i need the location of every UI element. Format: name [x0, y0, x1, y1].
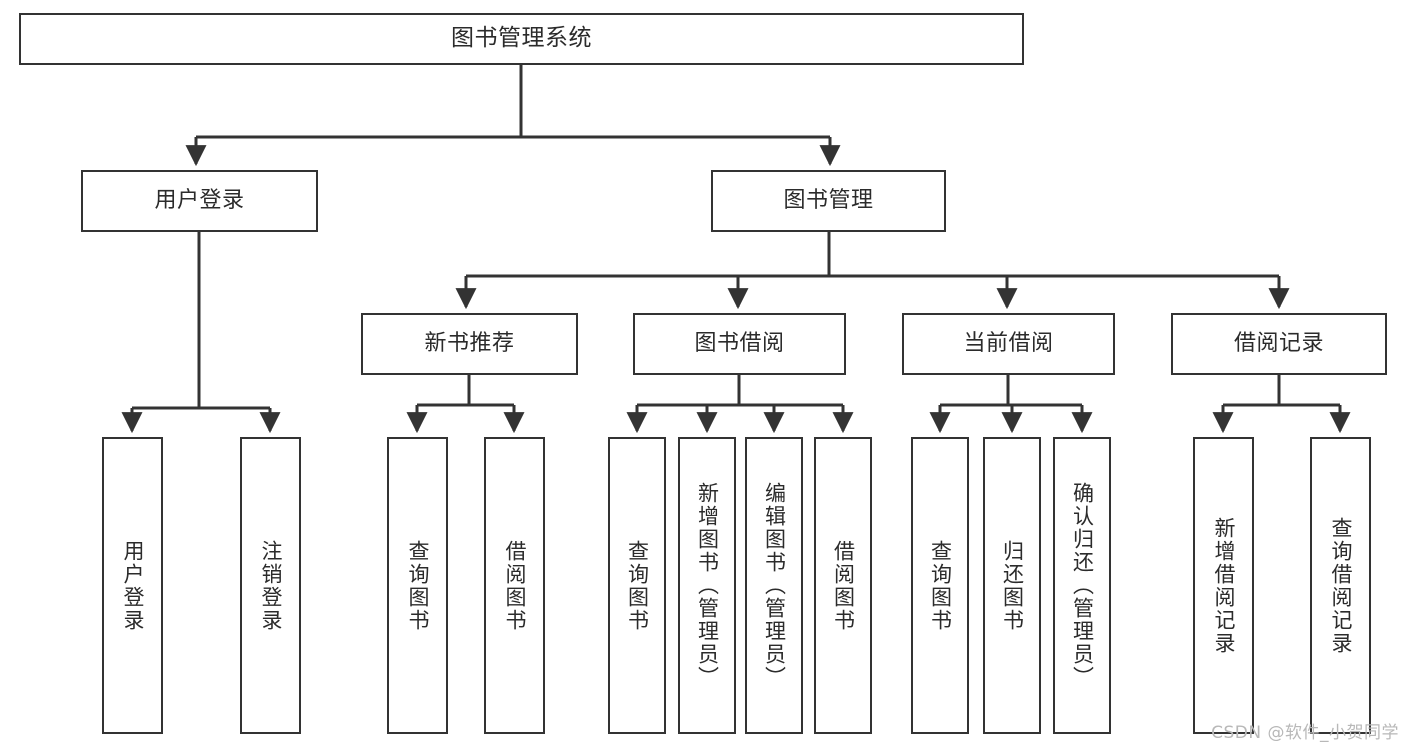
- leaf-add-book-admin[interactable]: 新增图书（管理员）: [678, 437, 736, 734]
- node-label: 新增借阅记录: [1211, 516, 1236, 655]
- node-label: 图书管理系统: [451, 25, 592, 52]
- node-label: 图书管理: [783, 187, 874, 213]
- node-root[interactable]: 图书管理系统: [19, 13, 1024, 65]
- node-label: 确认归还（管理员）: [1070, 482, 1095, 689]
- node-label: 借阅图书: [502, 539, 527, 632]
- leaf-borrow-book[interactable]: 借阅图书: [814, 437, 872, 734]
- csdn-watermark: CSDN @软件_小贺同学: [1211, 723, 1399, 743]
- leaf-return-book[interactable]: 归还图书: [983, 437, 1041, 734]
- node-label: 当前借阅: [963, 330, 1054, 356]
- leaf-edit-book-admin[interactable]: 编辑图书（管理员）: [745, 437, 803, 734]
- node-new-book-recommend[interactable]: 新书推荐: [361, 313, 578, 375]
- leaf-query-book-borrow[interactable]: 查询图书: [608, 437, 666, 734]
- node-label: 图书借阅: [694, 330, 785, 356]
- node-label: 编辑图书（管理员）: [762, 482, 787, 689]
- node-label: 用户登录: [154, 187, 245, 213]
- node-label: 注销登录: [258, 539, 283, 632]
- node-label: 借阅图书: [831, 539, 856, 632]
- leaf-confirm-return-admin[interactable]: 确认归还（管理员）: [1053, 437, 1111, 734]
- node-label: 新书推荐: [424, 330, 515, 356]
- node-label: 借阅记录: [1233, 330, 1324, 356]
- node-label: 查询图书: [928, 539, 953, 632]
- node-label: 查询图书: [625, 539, 650, 632]
- leaf-add-borrow-record[interactable]: 新增借阅记录: [1193, 437, 1254, 734]
- node-current-borrow[interactable]: 当前借阅: [902, 313, 1115, 375]
- node-label: 查询借阅记录: [1328, 516, 1353, 655]
- node-label: 查询图书: [405, 539, 430, 632]
- node-user-login[interactable]: 用户登录: [81, 170, 318, 232]
- node-book-borrow[interactable]: 图书借阅: [633, 313, 846, 375]
- leaf-query-borrow-record[interactable]: 查询借阅记录: [1310, 437, 1371, 734]
- node-label: 用户登录: [120, 539, 145, 632]
- node-borrow-record[interactable]: 借阅记录: [1171, 313, 1387, 375]
- leaf-query-book-current[interactable]: 查询图书: [911, 437, 969, 734]
- leaf-borrow-book-recommend[interactable]: 借阅图书: [484, 437, 545, 734]
- leaf-user-logout[interactable]: 注销登录: [240, 437, 301, 734]
- node-book-management[interactable]: 图书管理: [711, 170, 946, 232]
- leaf-user-login[interactable]: 用户登录: [102, 437, 163, 734]
- node-label: 新增图书（管理员）: [695, 482, 720, 689]
- node-label: 归还图书: [1000, 539, 1025, 632]
- leaf-query-book-recommend[interactable]: 查询图书: [387, 437, 448, 734]
